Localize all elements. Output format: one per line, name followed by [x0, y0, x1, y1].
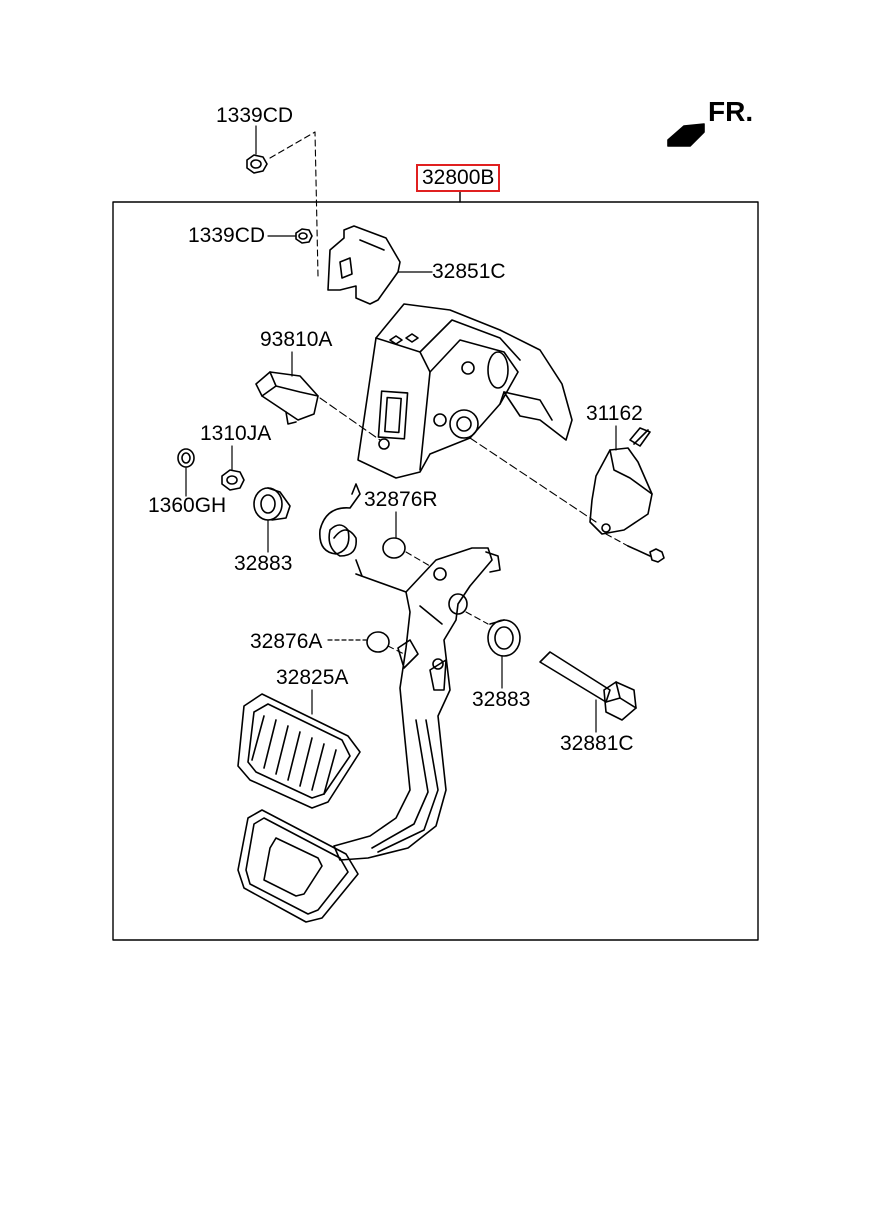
label-sensor[interactable]: 31162 [586, 402, 643, 425]
nut-1339cd-mid [295, 228, 313, 244]
pedal-plate [237, 809, 359, 923]
dashed-line-switch [319, 397, 381, 441]
label-washer[interactable]: 1360GH [148, 494, 227, 517]
label-nut-mid[interactable]: 1339CD [188, 224, 266, 247]
stop-switch-93810a [255, 371, 319, 425]
nut-1310ja [221, 469, 245, 491]
label-bushing-left[interactable]: 32883 [234, 552, 293, 575]
return-spring [319, 483, 363, 577]
bushing-32883-right [487, 619, 521, 657]
front-direction-label: FR. [708, 96, 754, 127]
dashed-bushing-right [465, 611, 489, 625]
label-bushing-right[interactable]: 32883 [472, 688, 531, 711]
dashed-leader-nut-top [269, 131, 319, 277]
pedal-arm [333, 547, 501, 861]
bushing-32883-left [253, 487, 291, 521]
dashed-line-sensor [469, 437, 597, 523]
pin-bolt-32881c [539, 651, 637, 721]
label-bracket[interactable]: 32851C [432, 260, 506, 283]
label-nut-top[interactable]: 1339CD [216, 104, 294, 127]
assembly-frame [112, 201, 759, 941]
label-spring-bushing[interactable]: 32876R [364, 488, 438, 511]
pedal-bracket-housing [357, 303, 573, 479]
bushing-32876r [382, 537, 406, 559]
label-bushing-lower[interactable]: 32876A [250, 630, 323, 653]
sensor-31162 [589, 427, 653, 535]
dashed-bolt [605, 533, 629, 547]
assembly-label[interactable]: 32800B [416, 164, 501, 192]
label-pin-bolt[interactable]: 32881C [560, 732, 634, 755]
label-pad[interactable]: 32825A [276, 666, 349, 689]
dashed-32876r [405, 551, 431, 567]
label-stop-switch[interactable]: 93810A [260, 328, 333, 351]
pedal-pad-32825a [237, 693, 361, 809]
dashed-32876a [387, 645, 405, 655]
bracket-32851c [327, 225, 401, 305]
nut-1339cd-top [246, 154, 268, 174]
label-nut-small[interactable]: 1310JA [200, 422, 272, 445]
sensor-bolt [627, 545, 665, 563]
washer-1360gh [177, 448, 195, 468]
front-arrow-icon [667, 123, 705, 147]
bushing-32876a [366, 631, 390, 653]
